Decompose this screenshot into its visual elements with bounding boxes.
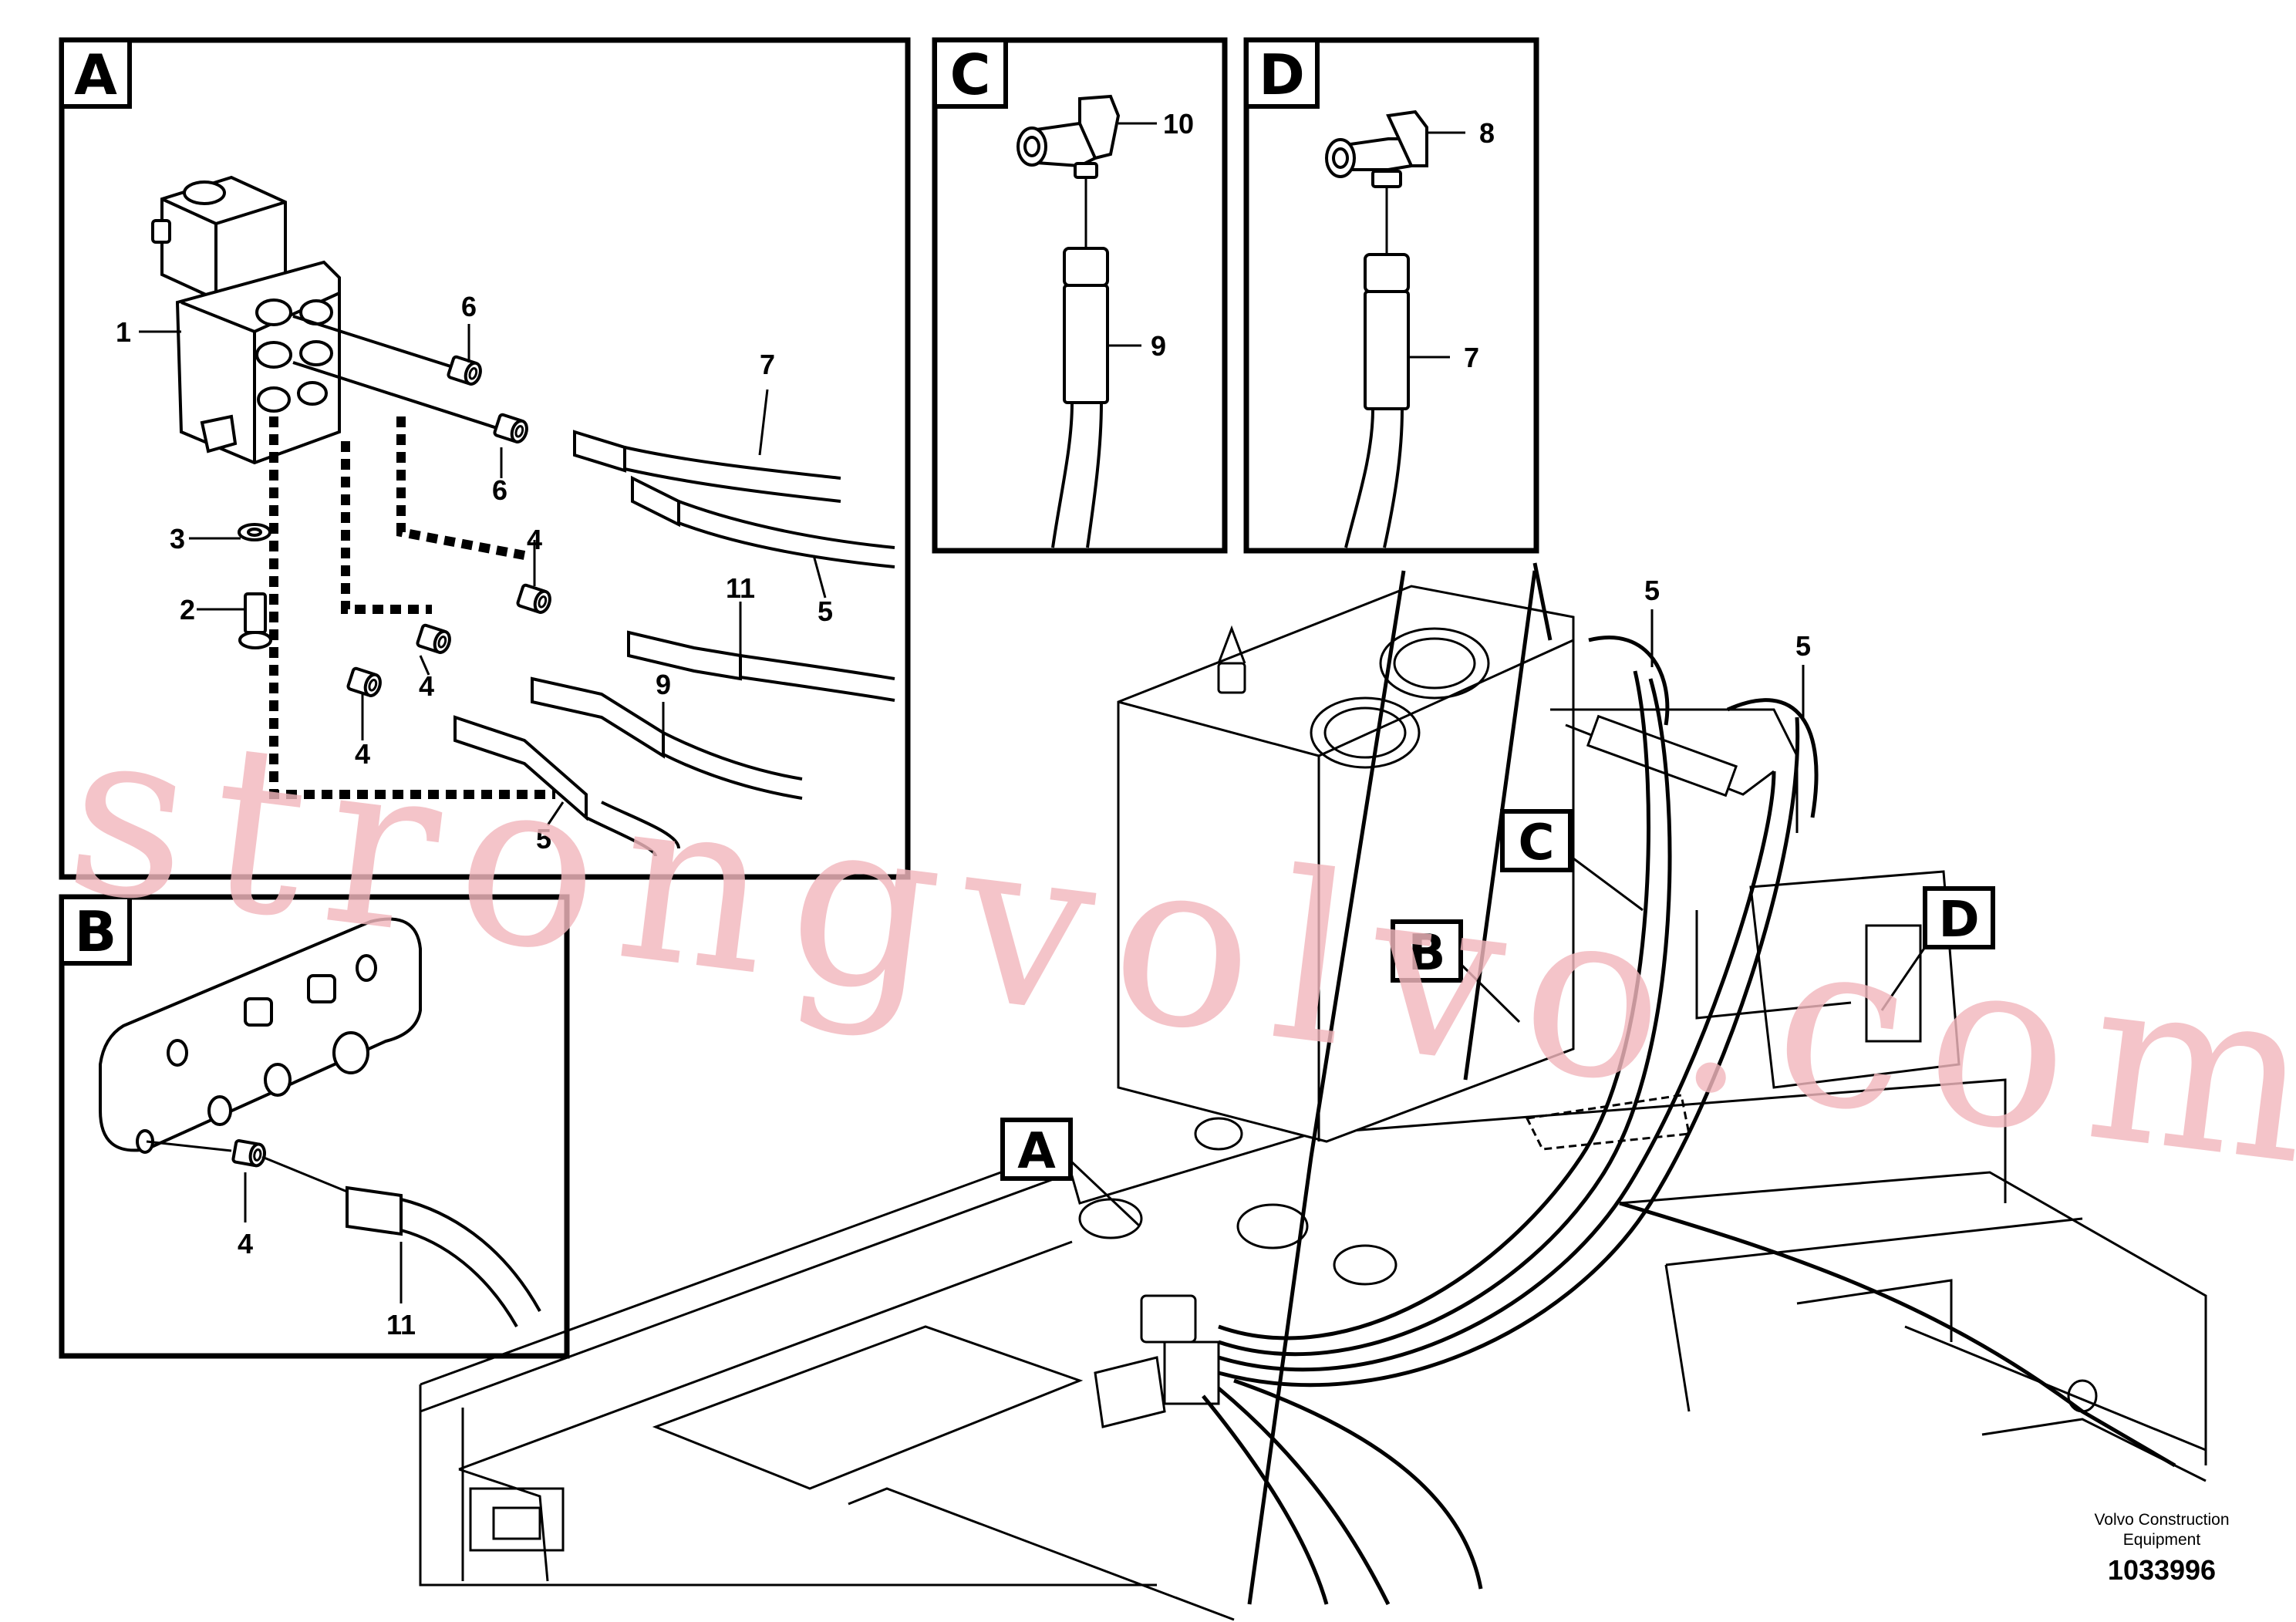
footer: Volvo Construction Equipment 1033996 (2094, 1511, 2229, 1586)
solenoid-valve (151, 175, 341, 465)
reference-number: 1033996 (2108, 1554, 2216, 1586)
callout-11: 11 (726, 572, 755, 604)
callout-7-d: 7 (1464, 342, 1479, 373)
panel-d: D 8 7 (1243, 37, 1539, 554)
machine-overview (419, 585, 2207, 1621)
panel-b-tag: B (75, 899, 117, 964)
overview-tag-a: A (1000, 1118, 1141, 1228)
dashed-leaders (269, 416, 555, 799)
overview-callout-5a: 5 (1644, 575, 1660, 606)
svg-text:D: D (1938, 892, 1979, 949)
brand-line-1: Volvo Construction (2094, 1511, 2229, 1529)
callouts-a: 1 2 3 4 4 4 5 5 6 6 7 9 11 (116, 291, 833, 855)
brand-line-2: Equipment (2123, 1531, 2201, 1549)
callout-7: 7 (760, 349, 775, 380)
callout-9-c: 9 (1151, 330, 1166, 362)
hose-b (346, 1185, 541, 1327)
fitting-b (231, 1138, 268, 1168)
overview-callout-5b: 5 (1795, 630, 1811, 662)
callout-3: 3 (170, 523, 185, 555)
callout-6a: 6 (461, 291, 477, 322)
overview-tags: A B C D (1000, 809, 1995, 1228)
hose-ends (453, 430, 742, 821)
callout-leaders (139, 324, 827, 826)
svg-text:B: B (1408, 925, 1446, 982)
tee-fitting (1325, 110, 1428, 188)
hose-d (1344, 253, 1410, 548)
overview-tag-d: D (1880, 886, 1995, 1011)
callout-5a: 5 (818, 595, 833, 627)
panel-c-tag: C (950, 42, 991, 107)
callout-5b: 5 (536, 823, 551, 855)
overview-tag-b: B (1391, 919, 1521, 1023)
svg-text:C: C (1519, 814, 1555, 872)
panel-a-tag: A (74, 42, 117, 107)
callout-4c: 4 (355, 738, 370, 770)
callout-2: 2 (180, 594, 195, 626)
overview-tag-c: C (1500, 809, 1644, 912)
callout-10: 10 (1163, 108, 1194, 140)
hoses (292, 315, 895, 857)
callout-11-b: 11 (386, 1309, 416, 1340)
panel-d-tag: D (1259, 42, 1305, 107)
elbow-fitting (1017, 94, 1121, 179)
callout-8: 8 (1479, 117, 1495, 149)
callout-9: 9 (656, 669, 671, 700)
callout-6b: 6 (492, 474, 507, 506)
washer-bolt (238, 523, 272, 649)
overview-dashed-path (1525, 1094, 1691, 1151)
hose-c (1051, 247, 1109, 548)
panel-b: B 4 11 (59, 894, 570, 1359)
callout-4-b: 4 (238, 1228, 253, 1259)
callout-1: 1 (116, 316, 131, 348)
callout-4a: 4 (527, 524, 542, 555)
svg-text:A: A (1017, 1123, 1056, 1180)
panel-c: C 10 9 (932, 37, 1228, 554)
mounting-plate (99, 917, 422, 1154)
callout-4b: 4 (419, 670, 434, 702)
overview-callouts: 5 5 (1644, 575, 1811, 717)
panel-a: A (59, 37, 911, 880)
